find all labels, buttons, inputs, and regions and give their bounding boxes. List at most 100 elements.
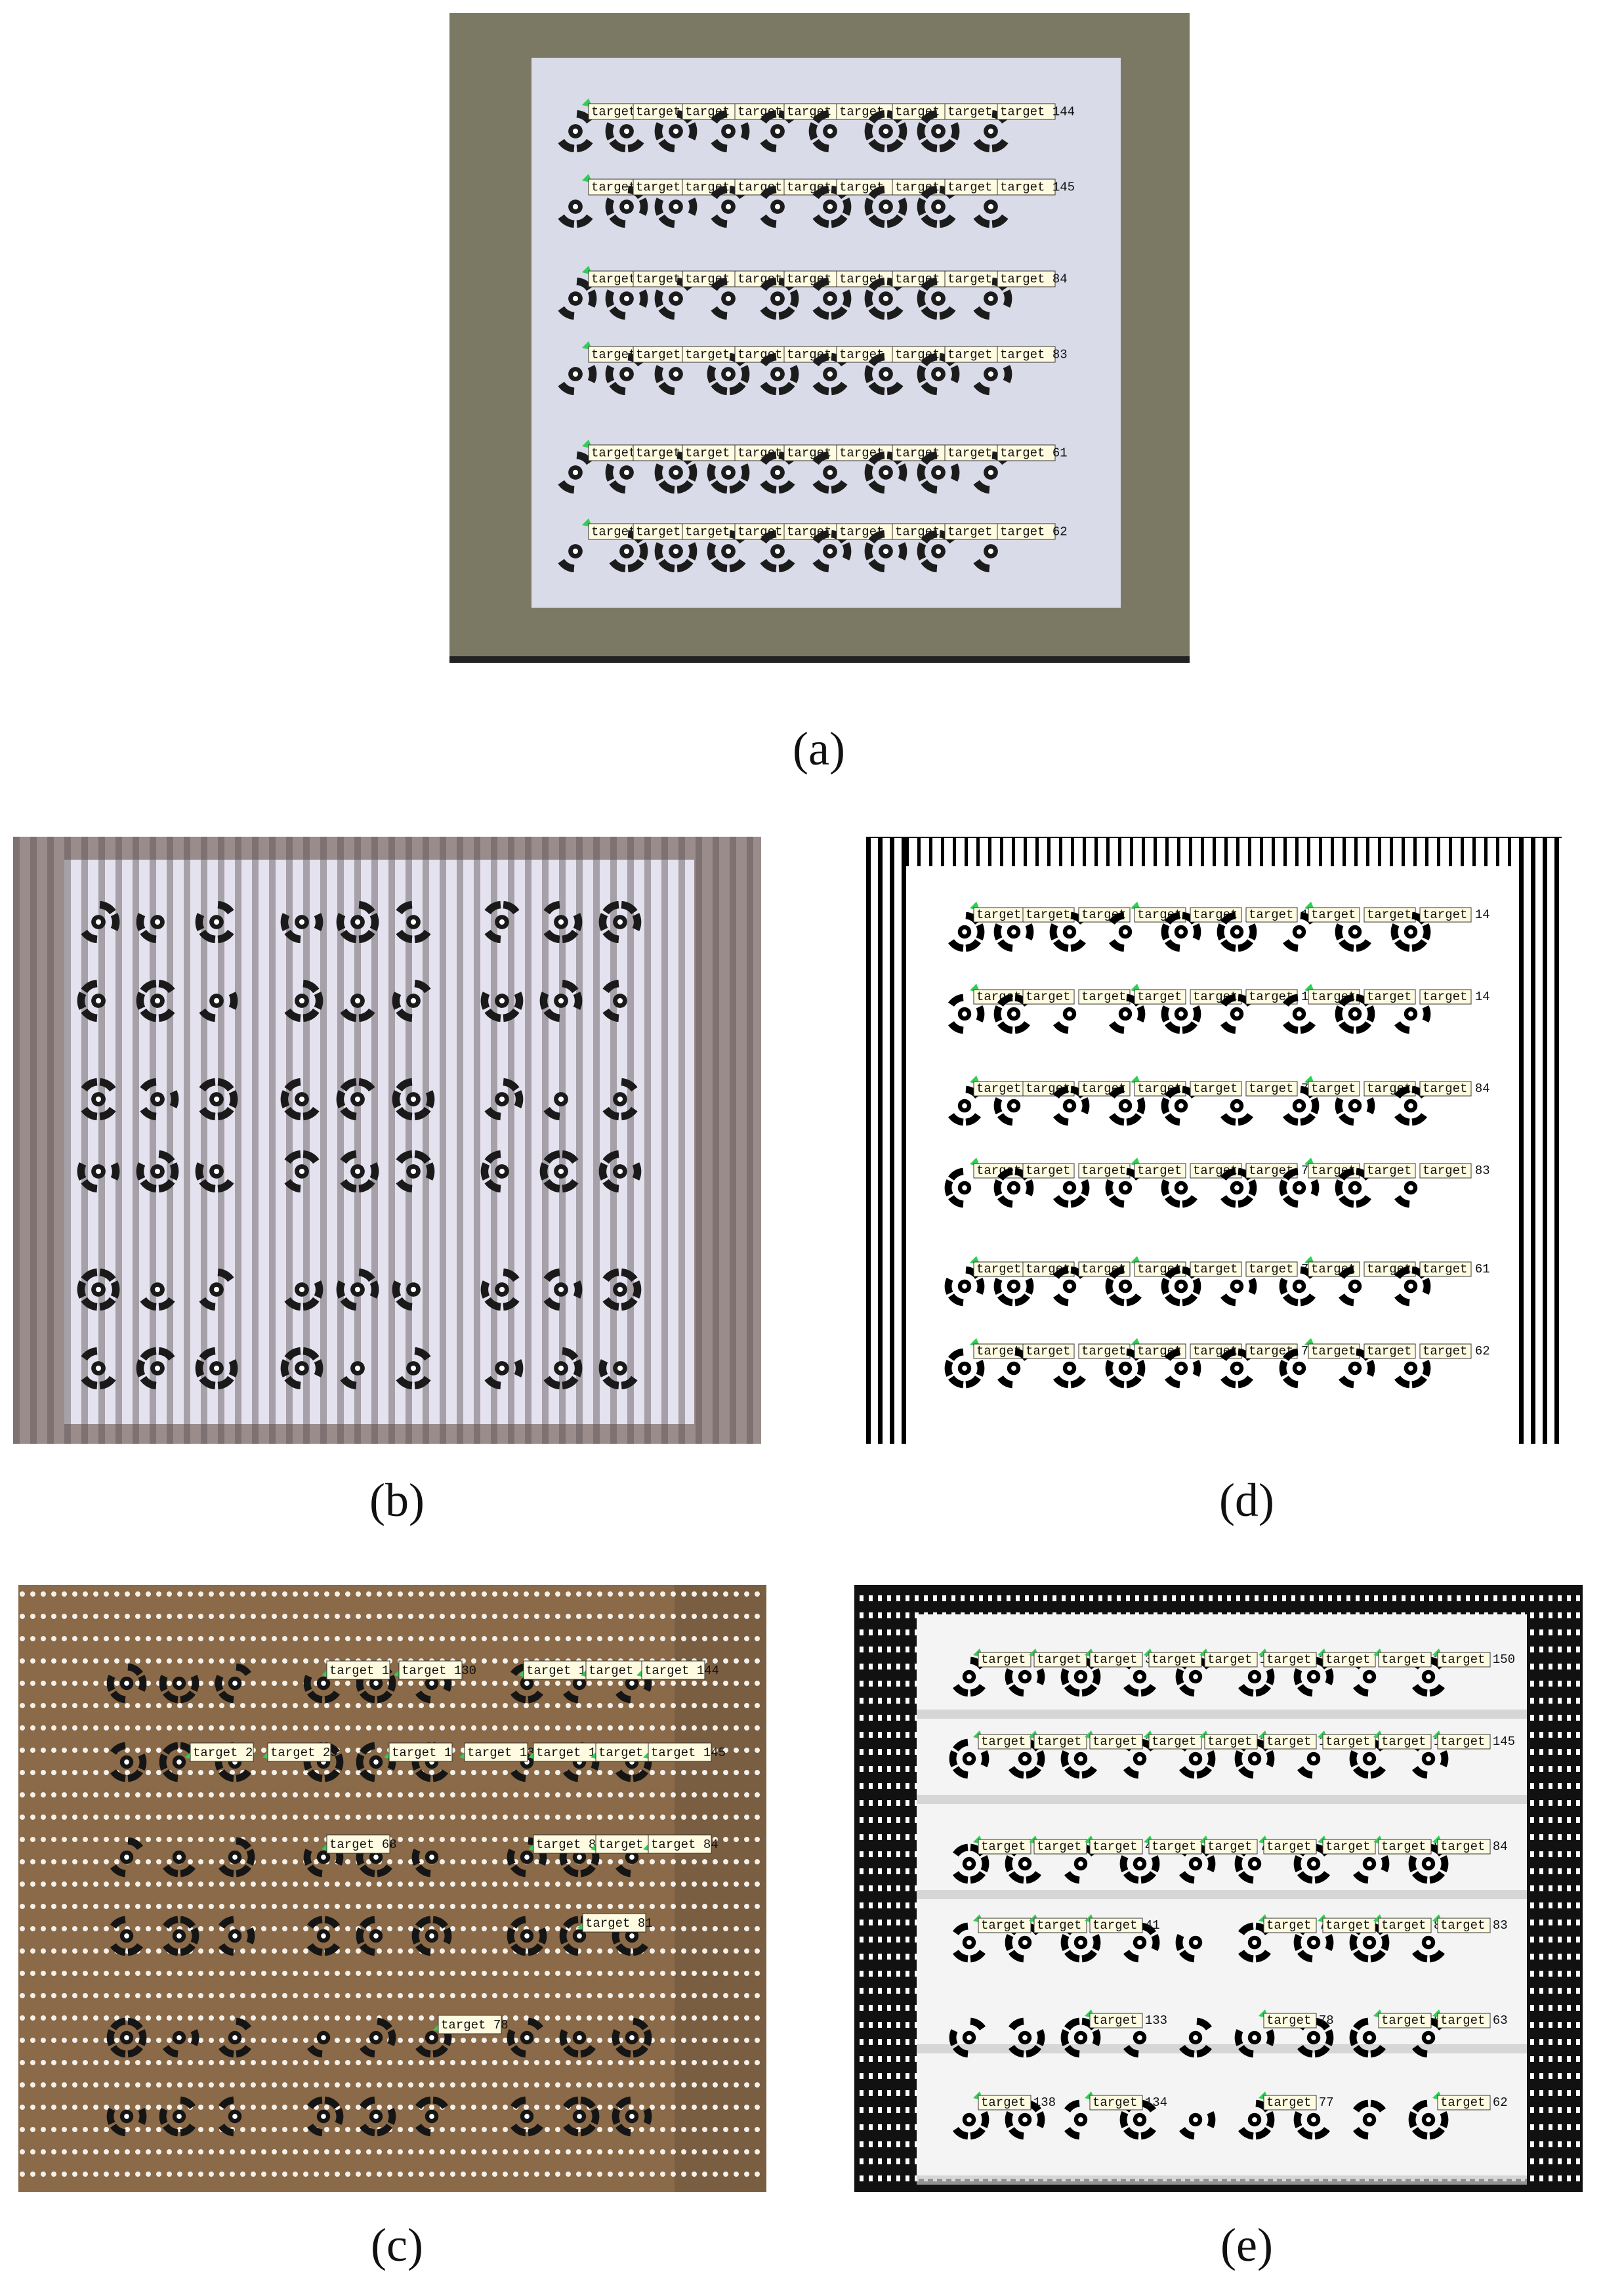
speckle-dot (744, 2015, 749, 2021)
speckle-dot (1392, 1595, 1396, 1601)
speckle-dot (503, 1681, 508, 1686)
speckle-dot (906, 1629, 909, 1635)
speckle-dot (303, 1815, 308, 1820)
speckle-dot (492, 1904, 497, 1909)
coded-target (1109, 1085, 1146, 1126)
target-label: target 84 (648, 1834, 718, 1854)
speckle-dot (303, 2172, 308, 2177)
speckle-dot (650, 1636, 655, 1641)
speckle-dot (429, 1971, 434, 1976)
coded-target (605, 289, 648, 320)
speckle-dot (93, 1859, 98, 1864)
speckle-dot (524, 1993, 529, 1998)
speckle-dot (461, 2172, 466, 2177)
fringe-stripe (678, 837, 685, 1444)
speckle-dot (345, 1725, 350, 1731)
speckle-dot (261, 1926, 266, 1931)
speckle-dot (324, 1815, 329, 1820)
speckle-dot (198, 1859, 203, 1864)
speckle-dot (713, 2060, 718, 2065)
speckle-dot (755, 2127, 760, 2132)
speckle-dot (72, 1792, 77, 1797)
speckle-dot (513, 1591, 518, 1597)
speckle-dot (314, 1926, 319, 1931)
target-label: target 27 (1022, 989, 1093, 1005)
speckle-dot (177, 1971, 182, 1976)
speckle-dot (513, 2149, 518, 2154)
speckle-dot (755, 1703, 760, 1708)
speckle-dot (692, 1636, 697, 1641)
coded-target (303, 1674, 340, 1704)
speckle-dot (681, 2127, 686, 2132)
speckle-dot (860, 1971, 864, 1977)
speckle-dot (345, 2149, 350, 2154)
speckle-dot (1576, 1971, 1580, 1977)
speckle-dot (356, 2149, 361, 2154)
speckle-dot (1567, 2073, 1571, 2079)
speckle-dot (419, 1591, 424, 1597)
speckle-dot (1549, 2124, 1552, 2130)
speckle-dot (755, 1904, 760, 1909)
speckle-dot (303, 2038, 308, 2043)
speckle-dot (503, 1614, 508, 1619)
speckle-dot (261, 1681, 266, 1686)
speckle-dot (618, 1703, 623, 1708)
speckle-dot (450, 1837, 455, 1842)
speckle-dot (240, 1993, 245, 1998)
speckle-dot (860, 2039, 864, 2045)
speckle-dot (125, 1725, 130, 1731)
speckle-dot (51, 2105, 56, 2110)
coded-target (140, 1282, 175, 1311)
speckle-dot (524, 1636, 529, 1641)
speckle-dot (1576, 1664, 1580, 1670)
speckle-dot (887, 1749, 891, 1755)
speckle-dot (314, 2082, 319, 2088)
speckle-dot (629, 1815, 634, 1820)
speckle-dot (314, 1993, 319, 1998)
speckle-dot (1429, 1595, 1433, 1601)
coded-target (336, 1268, 379, 1311)
speckle-dot (681, 1859, 686, 1864)
speckle-dot (713, 1904, 718, 1909)
coded-target (219, 2096, 242, 2137)
speckle-dot (1539, 1834, 1543, 1840)
fringe-stripe (878, 837, 883, 1444)
speckle-dot (461, 1926, 466, 1931)
speckle-dot (734, 1591, 739, 1597)
speckle-dot (513, 1881, 518, 1887)
speckle-dot (503, 1904, 508, 1909)
speckle-dot (534, 1636, 539, 1641)
coded-target (864, 530, 907, 573)
speckle-dot (1530, 2056, 1534, 2062)
speckle-dot (282, 2105, 287, 2110)
speckle-dot (713, 1614, 718, 1619)
speckle-dot (366, 2015, 371, 2021)
speckle-dot (41, 1926, 46, 1931)
speckle-dot (1576, 1868, 1580, 1874)
speckle-dot (440, 2082, 445, 2088)
speckle-dot (576, 2105, 581, 2110)
coded-target (707, 352, 750, 396)
target-label: target 145 (648, 1742, 726, 1762)
speckle-dot (366, 1792, 371, 1797)
speckle-dot (503, 2105, 508, 2110)
speckle-dot (335, 2015, 340, 2021)
speckle-dot (93, 1770, 98, 1775)
speckle-dot (230, 2060, 235, 2065)
speckle-dot (345, 2015, 350, 2021)
speckle-dot (869, 1988, 873, 1994)
speckle-dot (219, 1703, 224, 1708)
coded-target (136, 1347, 175, 1390)
speckle-dot (896, 2056, 900, 2062)
speckle-dot (566, 1904, 571, 1909)
speckle-dot (293, 1837, 298, 1842)
speckle-dot (555, 2172, 560, 2177)
speckle-dot (72, 1837, 77, 1842)
speckle-dot (282, 1993, 287, 1998)
speckle-dot (524, 2105, 529, 2110)
speckle-dot (440, 2149, 445, 2154)
speckle-dot (20, 1904, 25, 1909)
speckle-dot (692, 1614, 697, 1619)
speckle-dot (713, 1859, 718, 1864)
speckle-dot (188, 1837, 193, 1842)
